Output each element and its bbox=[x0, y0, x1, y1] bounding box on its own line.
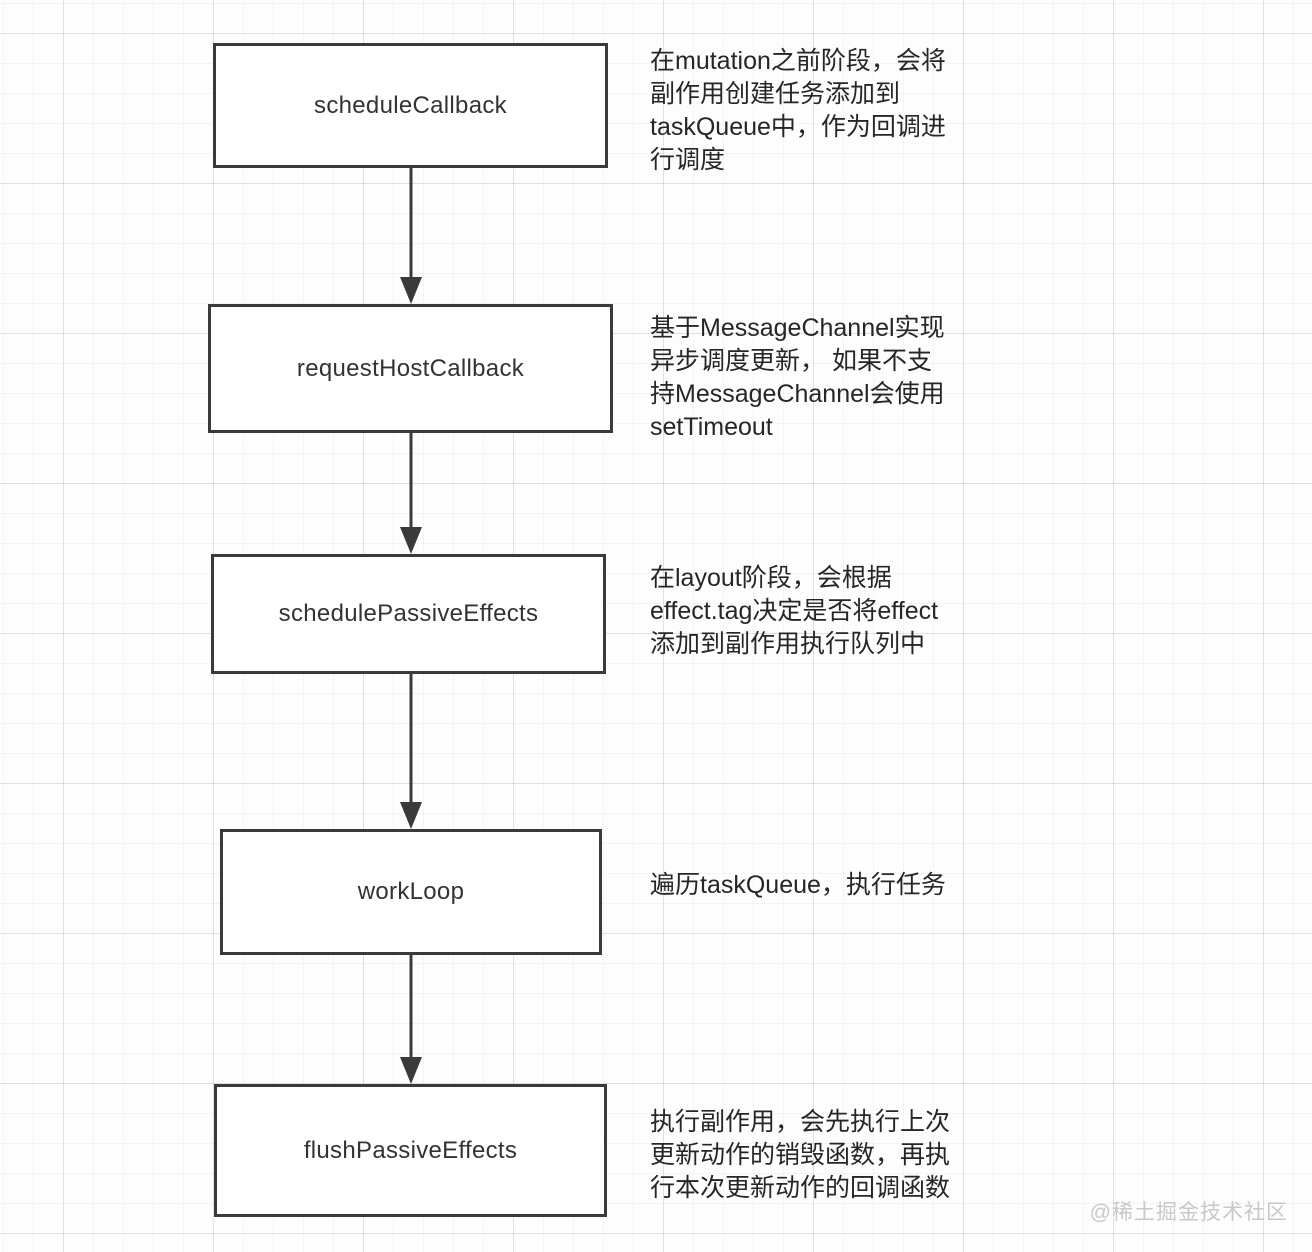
flow-node-flushPassiveEffects: flushPassiveEffects bbox=[214, 1084, 607, 1217]
flow-node-requestHostCallback: requestHostCallback bbox=[208, 304, 613, 433]
flow-node-schedulePassiveEffects: schedulePassiveEffects bbox=[211, 554, 606, 674]
annotation-scheduleCallback: 在mutation之前阶段，会将 副作用创建任务添加到 taskQueue中，作… bbox=[650, 45, 946, 177]
annotation-line: 异步调度更新， 如果不支 bbox=[650, 347, 932, 375]
annotation-line: 基于MessageChannel实现 bbox=[650, 314, 945, 342]
annotation-line: setTimeout bbox=[650, 413, 773, 441]
flow-arrow-down bbox=[399, 168, 423, 304]
arrowhead-down-icon bbox=[400, 527, 422, 554]
flow-node-label: requestHostCallback bbox=[296, 354, 525, 382]
annotation-line: 遍历taskQueue，执行任务 bbox=[650, 871, 946, 899]
annotation-line: effect.tag决定是否将effect bbox=[650, 597, 939, 625]
arrowhead-down-icon bbox=[400, 277, 422, 304]
annotation-line: 行本次更新动作的回调函数 bbox=[650, 1174, 951, 1202]
arrowhead-down-icon bbox=[400, 802, 422, 829]
watermark: @稀土掘金技术社区 bbox=[1089, 1201, 1288, 1224]
annotation-line: 在mutation之前阶段，会将 bbox=[650, 47, 946, 75]
annotation-line: 副作用创建任务添加到 bbox=[650, 80, 901, 108]
annotation-line: 添加到副作用执行队列中 bbox=[650, 630, 926, 658]
annotation-line: taskQueue中，作为回调进 bbox=[650, 113, 946, 141]
annotation-line: 持MessageChannel会使用 bbox=[650, 380, 945, 408]
arrow-shaft bbox=[409, 674, 413, 804]
flow-node-workLoop: workLoop bbox=[220, 829, 602, 955]
arrow-shaft bbox=[409, 168, 413, 279]
annotation-schedulePassiveEffects: 在layout阶段，会根据 effect.tag决定是否将effect 添加到副… bbox=[650, 562, 938, 661]
arrowhead-down-icon bbox=[400, 1057, 422, 1084]
arrow-shaft bbox=[409, 955, 413, 1059]
flow-arrow-down bbox=[399, 433, 423, 554]
flow-node-scheduleCallback: scheduleCallback bbox=[213, 43, 608, 168]
flow-node-label: workLoop bbox=[357, 878, 465, 905]
flow-node-label: schedulePassiveEffects bbox=[278, 600, 539, 627]
flow-node-label: scheduleCallback bbox=[314, 91, 507, 119]
annotation-line: 更新动作的销毁函数，再执 bbox=[650, 1141, 951, 1169]
annotation-line: 执行副作用，会先执行上次 bbox=[650, 1108, 951, 1136]
flow-arrow-down bbox=[399, 674, 423, 829]
annotation-line: 行调度 bbox=[650, 146, 726, 174]
annotation-flushPassiveEffects: 执行副作用，会先执行上次 更新动作的销毁函数，再执 行本次更新动作的回调函数 bbox=[650, 1106, 950, 1205]
annotation-requestHostCallback: 基于MessageChannel实现 异步调度更新， 如果不支 持Message… bbox=[650, 312, 945, 444]
arrow-shaft bbox=[409, 433, 413, 529]
annotation-line: 在layout阶段，会根据 bbox=[650, 564, 892, 592]
flow-arrow-down bbox=[399, 955, 423, 1084]
flow-node-label: flushPassiveEffects bbox=[303, 1136, 518, 1164]
annotation-workLoop: 遍历taskQueue，执行任务 bbox=[650, 869, 946, 902]
